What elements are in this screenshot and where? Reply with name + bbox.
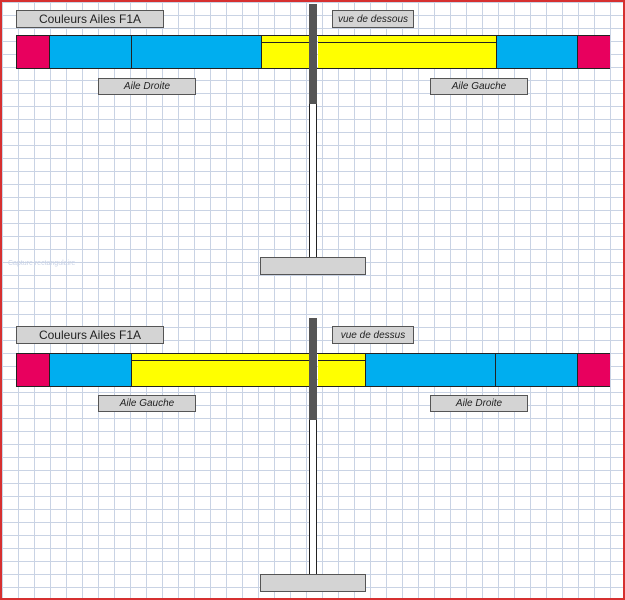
- wing-segment: [318, 36, 497, 68]
- view-top-title: Couleurs Ailes F1A: [16, 326, 164, 344]
- left-wing-label: Aile Gauche: [98, 395, 196, 412]
- rib-line: [318, 360, 365, 361]
- stabilizer: [260, 574, 366, 592]
- wing-segment: [497, 36, 578, 68]
- wing-segment: [50, 354, 132, 386]
- wing-segment: [50, 36, 132, 68]
- rib-line: [318, 42, 496, 43]
- rib-line: [132, 360, 309, 361]
- fuselage-pod: [309, 318, 317, 420]
- wing-segment: [132, 36, 262, 68]
- view-top-label: vue de dessus: [332, 326, 414, 344]
- wing-segment: [578, 36, 610, 68]
- wing-bottom-view: [16, 35, 610, 69]
- wing-segment: [262, 36, 310, 68]
- view-bottom-title: Couleurs Ailes F1A: [16, 10, 164, 28]
- left-wing-label: Aile Droite: [98, 78, 196, 95]
- watermark-text: Capture rectangulaire: [8, 260, 76, 267]
- tail-boom: [309, 102, 317, 258]
- wing-segment: [318, 354, 366, 386]
- rib-line: [262, 42, 309, 43]
- wing-segment: [17, 36, 50, 68]
- stabilizer: [260, 257, 366, 275]
- wing-segment: [17, 354, 50, 386]
- wing-segment: [578, 354, 610, 386]
- wing-segment: [366, 354, 496, 386]
- wing-segment: [496, 354, 578, 386]
- wing-segment: [132, 354, 310, 386]
- view-bottom-label: vue de dessous: [332, 10, 414, 28]
- right-wing-label: Aile Droite: [430, 395, 528, 412]
- tail-boom: [309, 420, 317, 576]
- fuselage-pod: [309, 4, 317, 104]
- right-wing-label: Aile Gauche: [430, 78, 528, 95]
